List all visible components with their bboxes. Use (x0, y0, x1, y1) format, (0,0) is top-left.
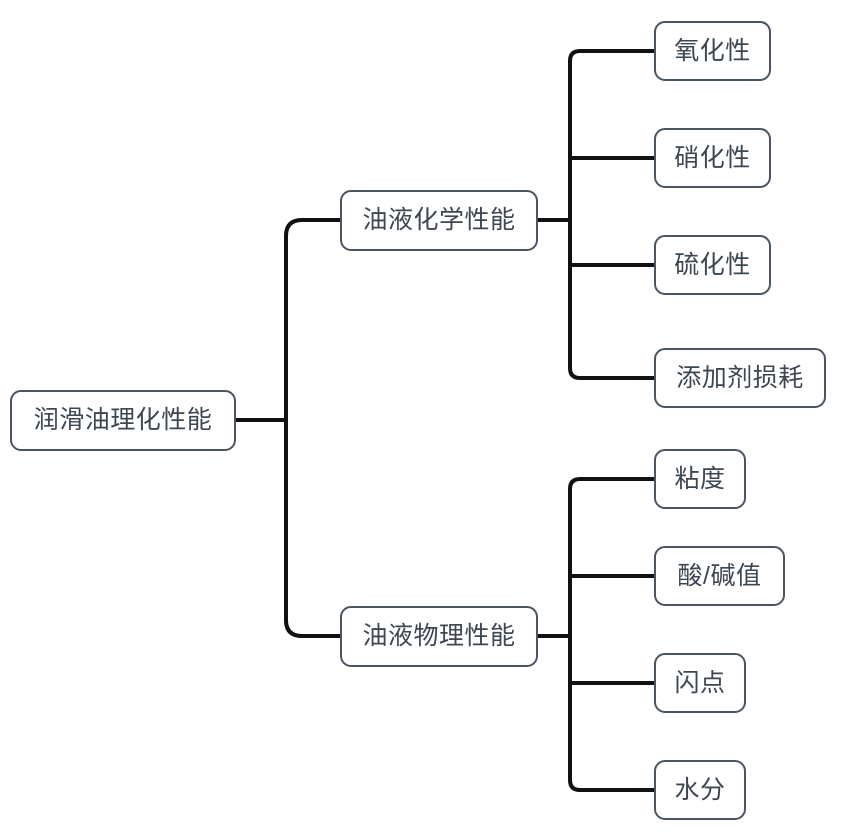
node-leaf-moisture-label: 水分 (674, 775, 726, 804)
connector-chemical-trunk-up (568, 49, 654, 220)
node-leaf-sulfation-label: 硫化性 (674, 250, 751, 279)
node-branch-chemical[interactable]: 油液化学性能 (340, 190, 538, 251)
connector-trunk-to-physical (284, 420, 340, 638)
node-leaf-oxidation-label: 氧化性 (674, 36, 751, 65)
connector-physical-trunk-down (568, 636, 654, 792)
node-leaf-viscosity[interactable]: 粘度 (654, 449, 746, 509)
node-leaf-sulfation[interactable]: 硫化性 (654, 235, 771, 295)
node-branch-physical[interactable]: 油液物理性能 (340, 606, 538, 667)
node-branch-chemical-label: 油液化学性能 (362, 206, 516, 234)
node-leaf-additive-depletion[interactable]: 添加剂损耗 (654, 348, 826, 408)
node-leaf-moisture[interactable]: 水分 (654, 760, 746, 820)
node-leaf-oxidation[interactable]: 氧化性 (654, 21, 771, 81)
node-leaf-nitration[interactable]: 硝化性 (654, 128, 771, 188)
node-leaf-viscosity-label: 粘度 (674, 464, 726, 493)
node-leaf-acid-base[interactable]: 酸/碱值 (654, 546, 785, 606)
connector-physical-trunk-up (568, 477, 654, 636)
node-root[interactable]: 润滑油理化性能 (10, 390, 236, 451)
node-leaf-nitration-label: 硝化性 (674, 143, 751, 172)
node-root-label: 润滑油理化性能 (33, 406, 213, 434)
node-branch-physical-label: 油液物理性能 (362, 622, 516, 650)
node-leaf-acid-base-label: 酸/碱值 (677, 561, 762, 590)
node-leaf-flash-point-label: 闪点 (674, 668, 726, 697)
node-leaf-additive-depletion-label: 添加剂损耗 (676, 363, 804, 392)
node-leaf-flash-point[interactable]: 闪点 (654, 653, 746, 713)
connector-chemical-trunk-down (568, 220, 654, 380)
connector-trunk-to-chemical (284, 218, 340, 420)
